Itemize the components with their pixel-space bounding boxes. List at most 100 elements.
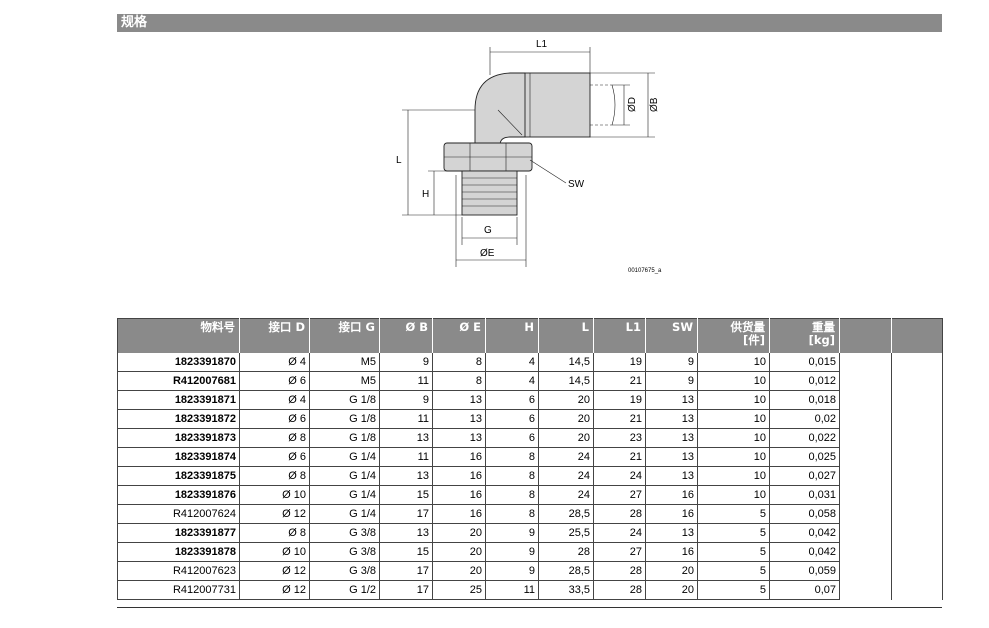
cell-qty: 10 (697, 353, 770, 372)
cell-h: 6 (485, 409, 539, 429)
cell-l1: 27 (593, 542, 646, 562)
cell-h: 4 (485, 371, 539, 391)
cell-g: G 1/4 (309, 447, 380, 467)
cell-kg: 0,015 (769, 353, 840, 372)
cell-b: 11 (379, 409, 433, 429)
cell-b: 15 (379, 485, 433, 505)
cell-e: 20 (432, 523, 486, 543)
cell-pn: 1823391872 (117, 409, 240, 429)
cell-l1: 24 (593, 466, 646, 486)
cell-kg: 0,025 (769, 447, 840, 467)
cell-qty: 10 (697, 371, 770, 391)
cell-empty (839, 447, 892, 467)
cell-b: 13 (379, 523, 433, 543)
column-header (839, 318, 892, 353)
cell-e: 16 (432, 466, 486, 486)
cell-d: Ø 6 (239, 371, 310, 391)
cell-pn: R412007623 (117, 561, 240, 581)
cell-g: G 1/4 (309, 466, 380, 486)
cell-l1: 28 (593, 504, 646, 524)
cell-h: 4 (485, 353, 539, 372)
cell-qty: 10 (697, 466, 770, 486)
cell-d: Ø 10 (239, 542, 310, 562)
cell-g: G 3/8 (309, 561, 380, 581)
cell-empty (839, 542, 892, 562)
cell-sw: 13 (645, 523, 698, 543)
cell-e: 13 (432, 428, 486, 448)
cell-l: 20 (538, 428, 594, 448)
elbow-body (474, 72, 526, 146)
cell-g: G 1/2 (309, 580, 380, 600)
section-header: 规格 (117, 14, 942, 32)
cell-l1: 24 (593, 523, 646, 543)
section-title: 规格 (121, 15, 148, 30)
cell-h: 8 (485, 485, 539, 505)
cell-pn: 1823391873 (117, 428, 240, 448)
column-header: L (538, 318, 594, 353)
cell-empty (839, 485, 892, 505)
cell-g: G 3/8 (309, 523, 380, 543)
cell-qty: 5 (697, 542, 770, 562)
cell-qty: 10 (697, 409, 770, 429)
cell-empty (891, 428, 943, 448)
cell-kg: 0,042 (769, 542, 840, 562)
cell-empty (839, 409, 892, 429)
cell-l: 20 (538, 409, 594, 429)
cell-l1: 28 (593, 561, 646, 581)
outlet-body (521, 72, 591, 138)
cell-pn: 1823391875 (117, 466, 240, 486)
cell-d: Ø 4 (239, 353, 310, 372)
cell-sw: 13 (645, 466, 698, 486)
cell-d: Ø 8 (239, 523, 310, 543)
technical-drawing-svg: L1 L H G ØE SW ØD ØB (396, 39, 660, 267)
column-header-label: L1 (625, 320, 641, 334)
cell-h: 6 (485, 428, 539, 448)
column-header: SW (645, 318, 698, 353)
cell-empty (839, 428, 892, 448)
cell-sw: 16 (645, 485, 698, 505)
label-l1: L1 (536, 39, 548, 50)
cell-sw: 16 (645, 504, 698, 524)
cell-h: 6 (485, 390, 539, 410)
cell-qty: 5 (697, 561, 770, 581)
cell-d: Ø 8 (239, 428, 310, 448)
column-header: 接口 D (239, 318, 310, 353)
cell-l1: 28 (593, 580, 646, 600)
cell-l1: 23 (593, 428, 646, 448)
cell-kg: 0,031 (769, 485, 840, 505)
cell-d: Ø 10 (239, 485, 310, 505)
cell-qty: 5 (697, 523, 770, 543)
cell-pn: 1823391871 (117, 390, 240, 410)
cell-h: 9 (485, 542, 539, 562)
cell-l1: 19 (593, 353, 646, 372)
cell-empty (839, 523, 892, 543)
cell-empty (891, 371, 943, 391)
cell-sw: 13 (645, 390, 698, 410)
cell-pn: 1823391870 (117, 353, 240, 372)
cell-e: 20 (432, 561, 486, 581)
cell-l: 14,5 (538, 371, 594, 391)
cell-empty (839, 390, 892, 410)
cell-b: 17 (379, 561, 433, 581)
cell-kg: 0,058 (769, 504, 840, 524)
column-header: 供货量[件] (697, 318, 770, 353)
cell-pn: R412007624 (117, 504, 240, 524)
cell-b: 9 (379, 353, 433, 372)
cell-sw: 13 (645, 428, 698, 448)
cell-h: 11 (485, 580, 539, 600)
cell-sw: 9 (645, 371, 698, 391)
label-d: ØD (627, 97, 638, 112)
cell-empty (839, 504, 892, 524)
cell-empty (891, 353, 943, 372)
column-header-label: L (581, 320, 589, 334)
cell-l: 28 (538, 542, 594, 562)
column-header-label: 重量 (812, 320, 835, 334)
